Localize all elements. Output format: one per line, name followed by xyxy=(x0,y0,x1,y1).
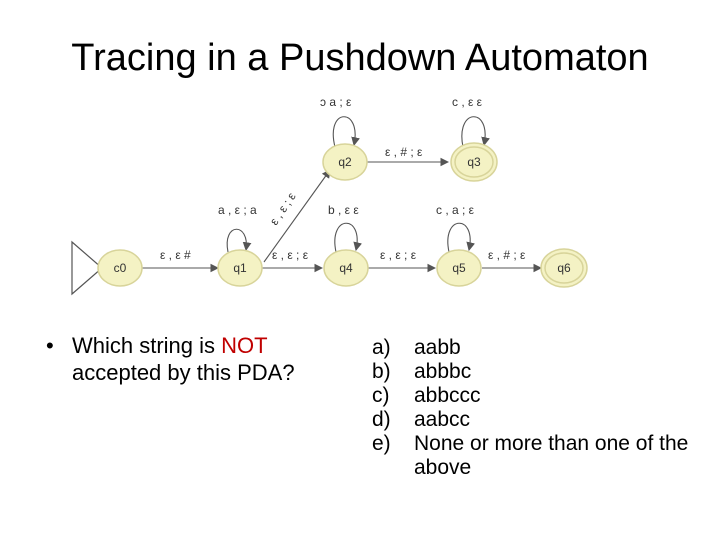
state-q2-label: q2 xyxy=(338,155,352,169)
answer-text: None or more than one of the above xyxy=(414,432,689,479)
label-q3-self: c , ε ε xyxy=(452,95,483,109)
state-q5-label: q5 xyxy=(452,261,466,275)
answer-e[interactable]: e) None or more than one of the above xyxy=(372,432,712,480)
question-emphasis: NOT xyxy=(221,333,268,358)
label-q4-self: b , ε ε xyxy=(328,203,359,217)
answer-letter: b) xyxy=(372,360,391,383)
label-c0-q1: ε , ε # xyxy=(160,248,191,262)
state-q3-label: q3 xyxy=(467,155,481,169)
edge-q1-q2 xyxy=(263,169,331,263)
question-text-after: accepted by this PDA? xyxy=(72,360,295,385)
loop-q5 xyxy=(447,222,475,253)
state-q4: q4 xyxy=(323,249,369,287)
label-q1-q2: ε , ε ; ε xyxy=(267,189,299,227)
answer-c[interactable]: c) abbccc xyxy=(372,384,712,408)
question-text-before: Which string is xyxy=(72,333,222,358)
label-q5-self: c , a ; ε xyxy=(436,203,475,217)
loop-q2 xyxy=(332,116,360,148)
state-q4-label: q4 xyxy=(339,261,353,275)
state-q6: q6 xyxy=(540,248,588,288)
label-q1-self: a , ε ; a xyxy=(218,203,257,217)
answer-text: abbccc xyxy=(414,384,481,407)
answer-text: aabcc xyxy=(414,408,471,431)
state-q3: q3 xyxy=(450,142,498,182)
state-q1: q1 xyxy=(217,249,263,287)
answer-text: abbbc xyxy=(414,360,472,383)
loop-q1 xyxy=(226,228,252,253)
state-q5: q5 xyxy=(436,249,482,287)
loop-q3 xyxy=(461,116,490,148)
label-q4-q5: ε , ε ; ε xyxy=(380,248,417,262)
slide-title: Tracing in a Pushdown Automaton xyxy=(71,37,649,79)
state-q6-label: q6 xyxy=(557,261,571,275)
state-c0: c0 xyxy=(97,249,143,287)
answer-list: a) aabb b) abbbc c) abbccc d) aabcc e) Non… xyxy=(372,336,712,480)
start-arrow xyxy=(71,240,103,296)
label-q1-q4: ε , ε ; ε xyxy=(272,248,309,262)
answer-letter: d) xyxy=(372,408,391,431)
answer-b[interactable]: b) abbbc xyxy=(372,360,712,384)
answer-letter: c) xyxy=(372,384,390,407)
answer-letter: a) xyxy=(372,336,391,359)
question-text: Which string is NOT accepted by this PDA… xyxy=(72,332,352,386)
state-q2: q2 xyxy=(322,143,368,181)
question-bullet: • xyxy=(46,333,54,358)
loop-q4 xyxy=(334,222,362,253)
answer-text: aabb xyxy=(414,336,461,359)
state-c0-label: c0 xyxy=(114,261,127,275)
label-q2-q3: ε , # ; ε xyxy=(385,145,423,159)
label-q2-self: ɔ a ; ε xyxy=(320,95,352,109)
state-q1-label: q1 xyxy=(233,261,247,275)
answer-d[interactable]: d) aabcc xyxy=(372,408,712,432)
label-q5-q6: ε , # ; ε xyxy=(488,248,526,262)
answer-letter: e) xyxy=(372,432,391,455)
answer-a[interactable]: a) aabb xyxy=(372,336,712,360)
